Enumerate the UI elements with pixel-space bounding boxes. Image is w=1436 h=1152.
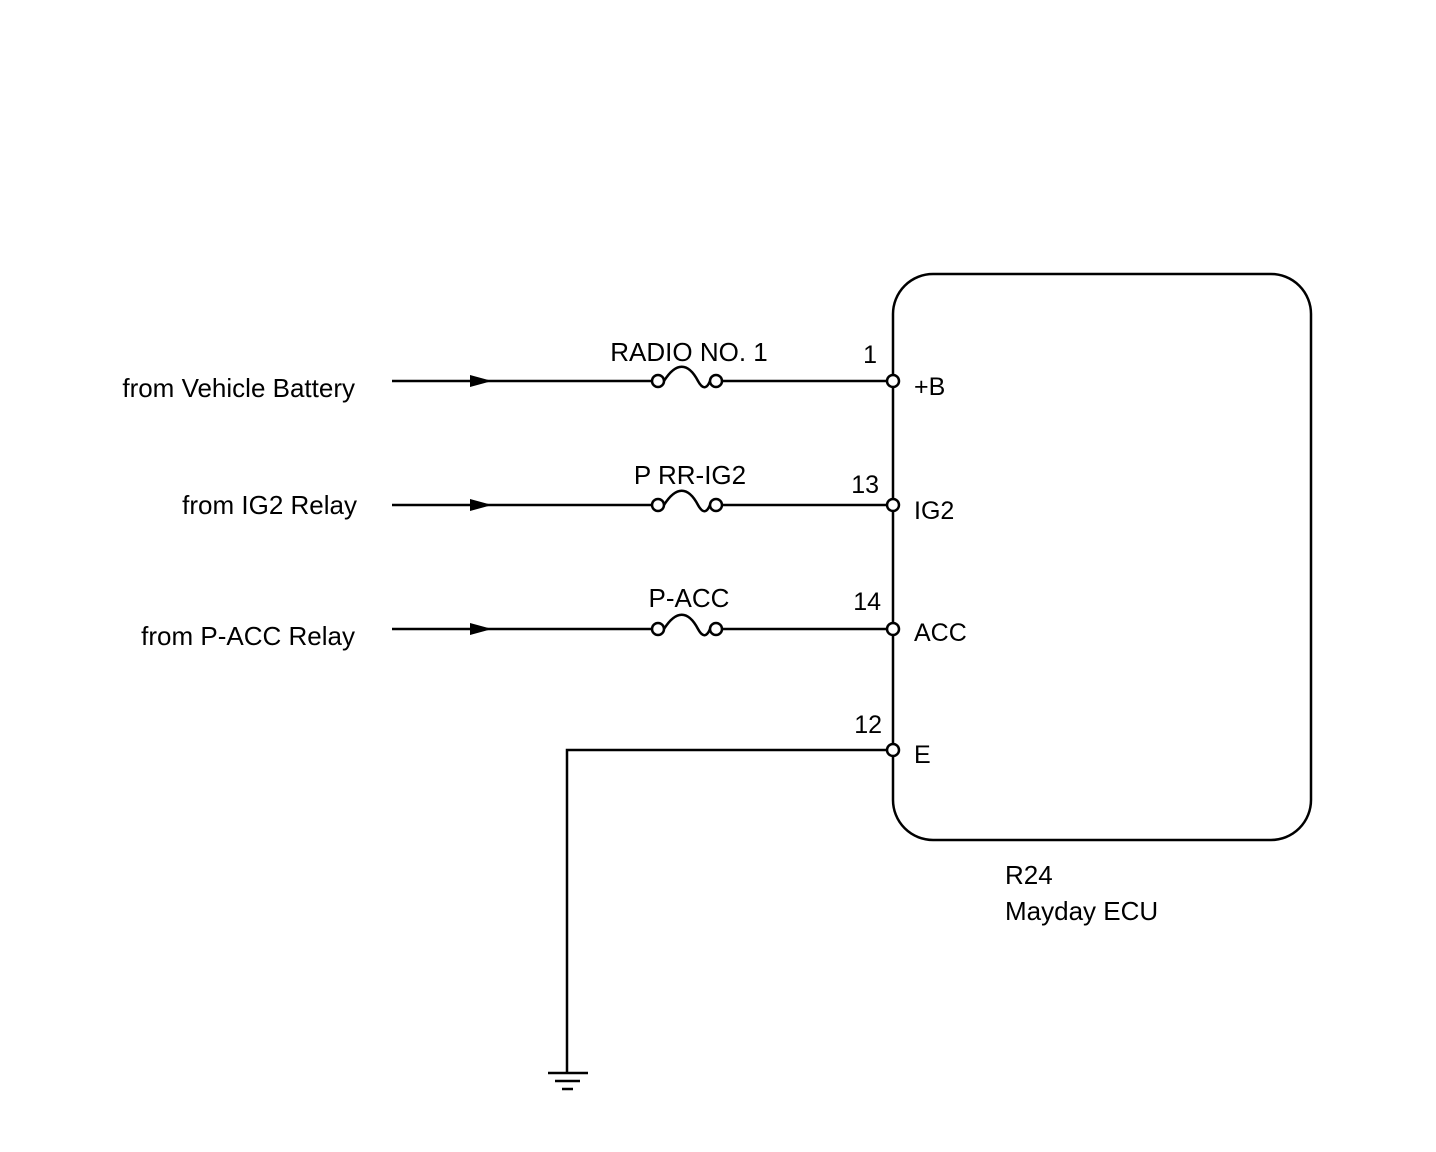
terminal-label: +B	[914, 373, 945, 401]
terminal-label: E	[914, 741, 931, 769]
fuse-terminal	[708, 621, 724, 637]
circuit-ground: 12 E	[548, 711, 931, 1091]
fuse-label: P-ACC	[649, 583, 730, 613]
ecu-box	[891, 272, 1313, 842]
fuse-terminal	[650, 497, 666, 513]
fuse-terminal	[650, 621, 666, 637]
source-label: from P-ACC Relay	[141, 621, 355, 651]
ground-icon	[548, 1071, 588, 1091]
arrow-icon	[470, 623, 492, 635]
pin-number: 13	[851, 471, 879, 499]
pin-number: 12	[854, 711, 882, 739]
fuse-icon	[662, 365, 712, 389]
ecu-terminal	[885, 373, 901, 389]
circuit-ig2: from IG2 Relay P RR-IG2 13 IG2	[182, 460, 954, 525]
terminal-label: ACC	[914, 619, 967, 647]
fuse-terminal	[708, 373, 724, 389]
circuit-pacc: from P-ACC Relay P-ACC 14 ACC	[141, 583, 967, 651]
arrow-icon	[470, 375, 492, 387]
ecu-terminal	[885, 621, 901, 637]
ecu-name: Mayday ECU	[1005, 896, 1158, 926]
fuse-label: RADIO NO. 1	[610, 337, 767, 367]
fuse-icon	[662, 489, 712, 513]
fuse-label: P RR-IG2	[634, 460, 746, 490]
ecu-terminal	[885, 742, 901, 758]
terminal-label: IG2	[914, 497, 954, 525]
ecu-terminal	[885, 497, 901, 513]
ground-wire	[565, 748, 887, 1073]
source-label: from Vehicle Battery	[122, 373, 355, 403]
circuit-battery: from Vehicle Battery RADIO NO. 1 1 +B	[122, 337, 945, 403]
pin-number: 1	[863, 341, 877, 369]
source-label: from IG2 Relay	[182, 490, 357, 520]
connector-code: R24	[1005, 860, 1053, 890]
arrow-icon	[470, 499, 492, 511]
fuse-icon	[662, 613, 712, 637]
pin-number: 14	[853, 588, 881, 616]
fuse-terminal	[650, 373, 666, 389]
fuse-terminal	[708, 497, 724, 513]
